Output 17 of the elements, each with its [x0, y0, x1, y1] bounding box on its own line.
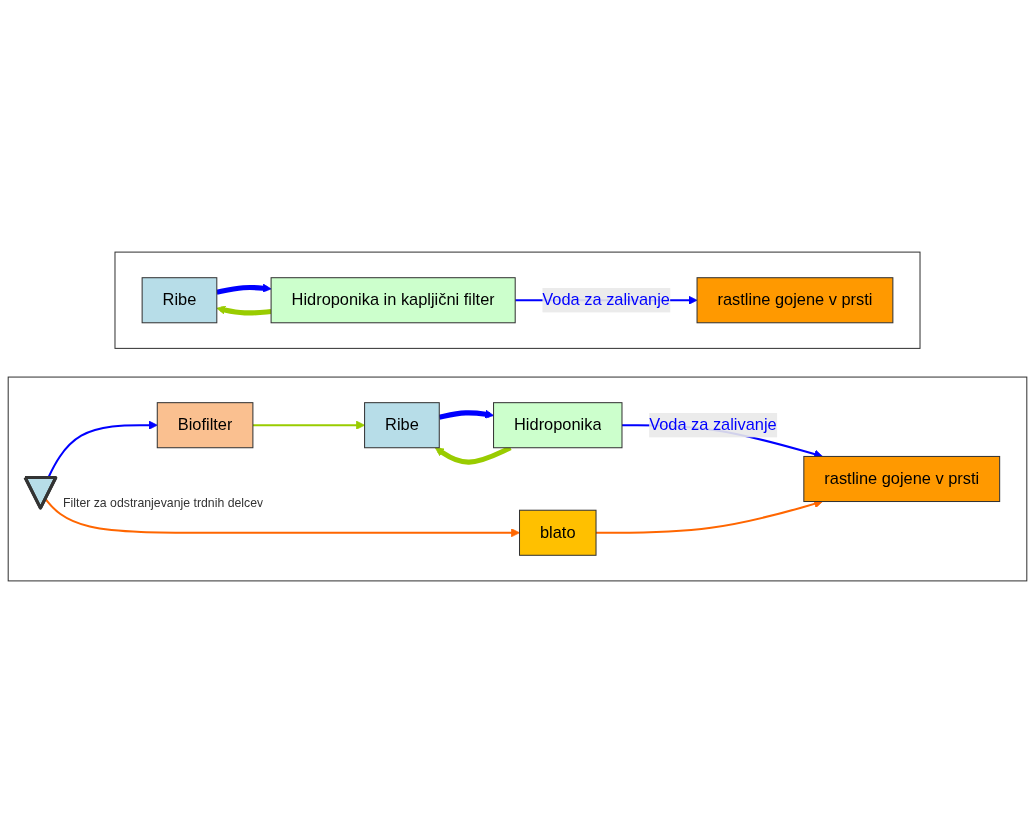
arrow: [434, 445, 512, 465]
node-box: Biofilter: [156, 402, 254, 449]
cluster: [7, 376, 1028, 582]
node-box: blato: [519, 509, 597, 556]
node-box: Ribe: [141, 277, 218, 324]
edge-label: Voda za zalivanje: [649, 415, 777, 434]
node-box: rastline gojene v prsti: [696, 277, 894, 324]
node-box: Hidroponika: [493, 402, 623, 449]
node-label: Filter za odstranjevanje trdnih delcev: [62, 495, 264, 511]
node-box: Hidroponika in kapljični filter: [270, 277, 516, 324]
node-box: rastline gojene v prsti: [803, 455, 1001, 503]
cluster: [114, 251, 921, 349]
arrow: [216, 305, 272, 316]
node-box: Ribe: [364, 402, 440, 449]
edge-label: Voda za zalivanje: [542, 291, 670, 309]
arrow: [252, 420, 365, 430]
arrow: [216, 283, 272, 295]
